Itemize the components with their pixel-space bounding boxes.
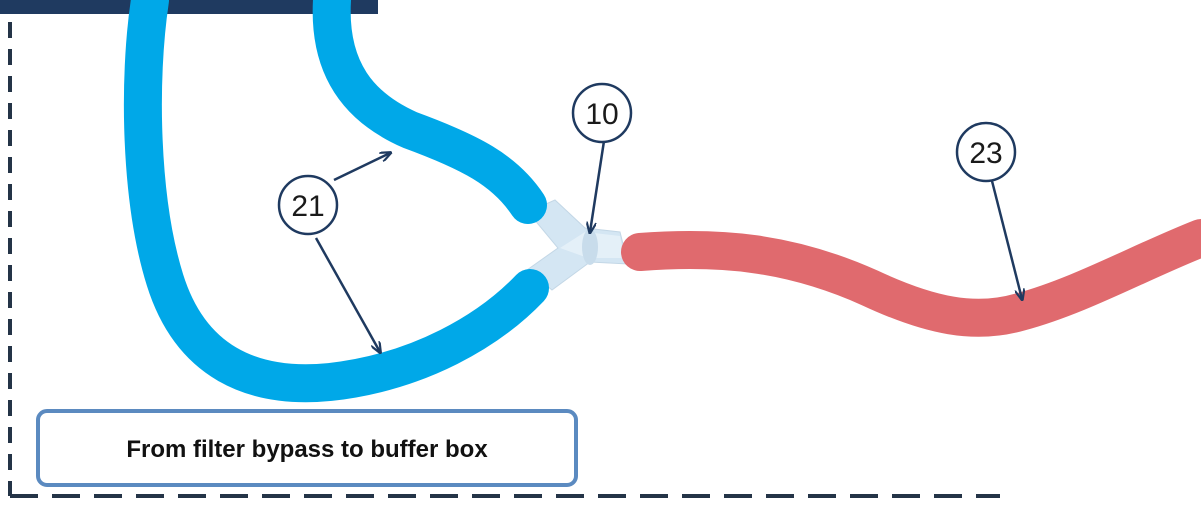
callout-21-circle bbox=[277, 174, 339, 236]
callout-23: 23 bbox=[955, 121, 1022, 299]
dashed-enclosure bbox=[8, 22, 1000, 498]
red-tube bbox=[621, 219, 1201, 337]
callout-23-circle bbox=[955, 121, 1017, 183]
y-connector bbox=[526, 199, 629, 291]
callout-21: 21 bbox=[277, 153, 390, 352]
callout-21-label: 21 bbox=[291, 190, 324, 223]
blue-tube-lower-loop bbox=[123, 0, 549, 403]
callout-10: 10 bbox=[571, 82, 633, 232]
caption-text: From filter bypass to buffer box bbox=[126, 436, 488, 463]
callout-21-arrow-lower bbox=[314, 237, 380, 352]
callout-23-label: 23 bbox=[969, 137, 1002, 170]
callout-10-circle bbox=[571, 82, 633, 144]
callout-23-arrow bbox=[990, 180, 1022, 299]
caption-box: From filter bypass to buffer box bbox=[36, 409, 578, 487]
callout-21-arrow-upper bbox=[333, 153, 390, 182]
blue-tube-upper-branch bbox=[312, 0, 547, 224]
callout-10-arrow bbox=[590, 140, 606, 232]
top-box-edge bbox=[0, 0, 378, 14]
callout-10-label: 10 bbox=[585, 98, 618, 131]
blue-tubes bbox=[123, 0, 549, 403]
